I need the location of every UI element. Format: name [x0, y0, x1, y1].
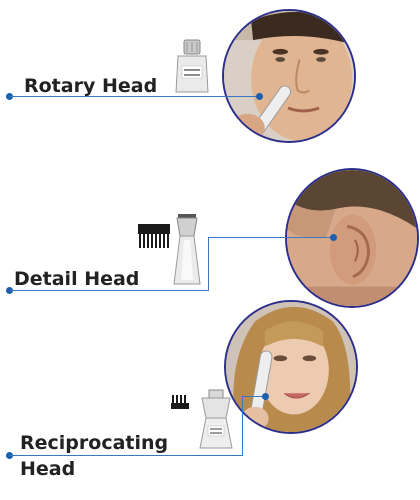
detail-head-attachment-icon — [170, 212, 204, 288]
detail-head-pointer-line-vertical — [208, 237, 209, 291]
detail-head-pointer-line-upper — [208, 237, 334, 238]
reciprocating-head-end-dot — [262, 393, 269, 400]
comb-guide-icon — [136, 222, 172, 250]
reciprocating-head-label-line2: Head — [20, 458, 76, 480]
detail-head-demo-photo — [285, 168, 419, 308]
detail-head-end-dot — [330, 234, 337, 241]
reciprocating-head-pointer-line-upper — [242, 396, 266, 397]
rotary-head-attachment-icon — [172, 38, 212, 94]
woman-eyebrow-trimming-image — [226, 302, 356, 432]
rotary-head-demo-photo — [222, 9, 356, 143]
detail-head-bullet-dot — [6, 287, 13, 294]
detail-head-label: Detail Head — [14, 268, 140, 290]
reciprocating-head-label-line1: Reciprocating — [20, 432, 169, 454]
reciprocating-head-attachment-icon — [196, 388, 236, 450]
rotary-head-pointer-line — [10, 96, 260, 97]
detail-head-pointer-line-horizontal — [10, 290, 208, 291]
man-ear-trimming-image — [287, 170, 417, 306]
rotary-head-end-dot — [256, 93, 263, 100]
reciprocating-head-pointer-line-vertical — [242, 396, 243, 456]
man-nose-trimming-image — [224, 11, 354, 141]
reciprocating-head-demo-photo — [224, 300, 358, 434]
rotary-head-label: Rotary Head — [24, 75, 158, 97]
reciprocating-head-bullet-dot — [6, 452, 13, 459]
rotary-head-bullet-dot — [6, 93, 13, 100]
reciprocating-head-pointer-line-horizontal — [10, 455, 242, 456]
small-comb-icon — [170, 393, 190, 413]
